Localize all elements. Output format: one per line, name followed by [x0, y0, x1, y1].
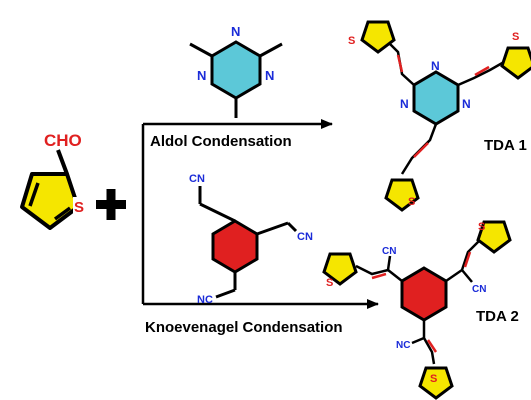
tda1-n-left: N: [400, 97, 409, 111]
trimethyl-triazine: N N N: [189, 24, 283, 118]
triazine-ring: [210, 40, 262, 100]
ch2-bond: [256, 221, 289, 236]
thiophene-s: S: [430, 373, 437, 385]
plus-sign: [96, 189, 126, 220]
triazine-n-right: N: [265, 68, 274, 83]
cn-bond: [386, 255, 392, 271]
aldehyde-bond: [56, 149, 69, 175]
tris-cyanomethyl-benzene: CN CN NC: [189, 173, 313, 306]
benzene-ring: [211, 219, 259, 274]
sulfur-mask: [73, 197, 87, 214]
cn-bond: [411, 336, 425, 345]
thiophene-ring: [322, 252, 358, 286]
vinyl-double-bond: [396, 54, 404, 73]
tda1-triazine-ring: [412, 70, 460, 126]
thiophene-s: S: [512, 31, 519, 43]
vinyl-double-bond: [371, 272, 387, 280]
vinyl-double-bond: [463, 251, 472, 268]
thiophene-ring: [418, 366, 454, 400]
cn-label-1: CN: [189, 173, 205, 185]
cn-bond: [215, 288, 236, 299]
tda1-n-top: N: [431, 59, 440, 73]
cn-label-2: CN: [297, 231, 313, 243]
thiophene-ring: [360, 20, 396, 54]
tda2-label: TDA 2: [476, 308, 519, 325]
ch2-bond: [199, 202, 236, 223]
tda2-cn-left: CN: [382, 246, 396, 257]
methyl-bond: [189, 42, 213, 58]
ring-double-bond: [28, 182, 40, 207]
cn-bond: [461, 269, 473, 283]
thiophene-s: S: [478, 221, 485, 233]
thiophene-s: S: [326, 277, 333, 289]
thiophene-s: S: [408, 196, 415, 208]
tda1-label: TDA 1: [484, 137, 527, 154]
reaction-arrows: [141, 119, 379, 309]
cn-bond: [286, 221, 298, 233]
vinyl-double-bond: [426, 339, 438, 353]
nc-label: NC: [197, 294, 213, 306]
tda2-benzene-ring: [400, 266, 448, 322]
knoevenagel-condensation-label: Knoevenagel Condensation: [145, 319, 343, 336]
vinyl-arm: [422, 320, 436, 365]
thiophene-ring: [384, 178, 420, 212]
vinyl-arm: [355, 264, 403, 282]
thiophene-s: S: [348, 35, 355, 47]
tda2-cn-right: CN: [472, 284, 486, 295]
thiophene-ring: [476, 220, 512, 254]
vinyl-arm: [457, 60, 505, 87]
tda1-product: N N N S S S TDA 1: [348, 20, 531, 212]
tda2-nc-bottom: NC: [396, 340, 410, 351]
triazine-n-left: N: [197, 68, 206, 83]
thiophene-carbaldehyde: CHO S: [20, 131, 87, 230]
aldol-condensation-label: Aldol Condensation: [150, 133, 292, 150]
vinyl-double-bond: [474, 65, 490, 77]
vinyl-arm: [400, 123, 438, 175]
triazine-n-top: N: [231, 24, 240, 39]
tda2-product: CN S CN S NC S TDA 2: [322, 220, 519, 400]
ring-double-bond: [53, 206, 72, 221]
aldehyde-label: CHO: [44, 131, 82, 150]
thiophene-ring: [500, 46, 531, 80]
vinyl-arm: [445, 239, 481, 283]
tda1-n-right: N: [462, 97, 471, 111]
sulfur-label: S: [74, 199, 84, 216]
methyl-bond: [259, 42, 283, 58]
vinyl-double-bond: [413, 142, 429, 158]
